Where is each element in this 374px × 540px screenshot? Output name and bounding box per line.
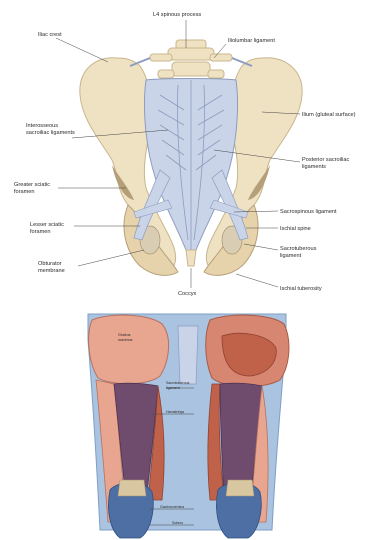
label-ischial-tuberosity: Ischial tuberosity — [280, 286, 322, 292]
label-sacrotuberous-line1: Sacrotuberous — [280, 246, 317, 252]
label-interosseous-line1: Interosseous — [26, 123, 58, 129]
label-sacrotuberous-line2: ligament — [166, 386, 180, 390]
label-posterior-sacroiliac-line1: Posterior sacroiliac — [302, 157, 349, 163]
left-knee-joint — [118, 480, 146, 496]
pelvis-svg: L4 spinous process Iliac crest Iliolumba… — [0, 0, 374, 300]
label-gastrocnemius: Gastrocnemius — [160, 505, 184, 509]
label-lesser-sciatic-line2: foramen — [30, 229, 51, 235]
thigh-svg: Gluteus maximus Sacrotuberous ligament H… — [0, 300, 374, 540]
label-ischial-spine: Ischial spine — [280, 226, 311, 232]
label-greater-sciatic-line1: Greater sciatic — [14, 182, 50, 188]
left-gluteus-maximus — [89, 315, 169, 384]
label-iliolumbar-ligament: Iliolumbar ligament — [228, 38, 275, 44]
posterior-thigh-illustration: Gluteus maximus Sacrotuberous ligament H… — [0, 300, 374, 540]
lumbar-vertebrae — [150, 40, 232, 78]
label-ilium-gluteal-surface: Ilium (gluteal surface) — [302, 112, 356, 118]
label-l4-spinous-process: L4 spinous process — [153, 12, 201, 18]
label-sacrotuberous-line1: Sacrotuberous — [166, 381, 190, 385]
label-sacrotuberous-line2: ligament — [280, 253, 302, 259]
label-coccyx: Coccyx — [178, 291, 197, 297]
label-obturator-line1: Obturator — [38, 261, 62, 267]
sacrotuberous-ligament-strip — [178, 326, 198, 384]
label-hamstrings: Hamstrings — [166, 410, 184, 414]
label-posterior-sacroiliac-line2: ligaments — [302, 164, 326, 170]
right-knee-joint — [226, 480, 254, 496]
label-lesser-sciatic-line1: Lesser sciatic — [30, 222, 64, 228]
label-iliac-crest: Iliac crest — [38, 32, 62, 38]
label-interosseous-line2: sacroiliac ligaments — [26, 130, 75, 136]
label-obturator-line2: membrane — [38, 268, 65, 274]
pelvis-ligaments-illustration: L4 spinous process Iliac crest Iliolumba… — [0, 0, 374, 300]
label-gluteus-line2: maximus — [118, 338, 133, 342]
label-gluteus-line1: Gluteus — [118, 333, 131, 337]
label-greater-sciatic-line2: foramen — [14, 189, 35, 195]
label-sacrospinous-ligament: Sacrospinous ligament — [280, 209, 337, 215]
coccyx — [186, 250, 196, 266]
label-soleus: Soleus — [172, 521, 183, 525]
